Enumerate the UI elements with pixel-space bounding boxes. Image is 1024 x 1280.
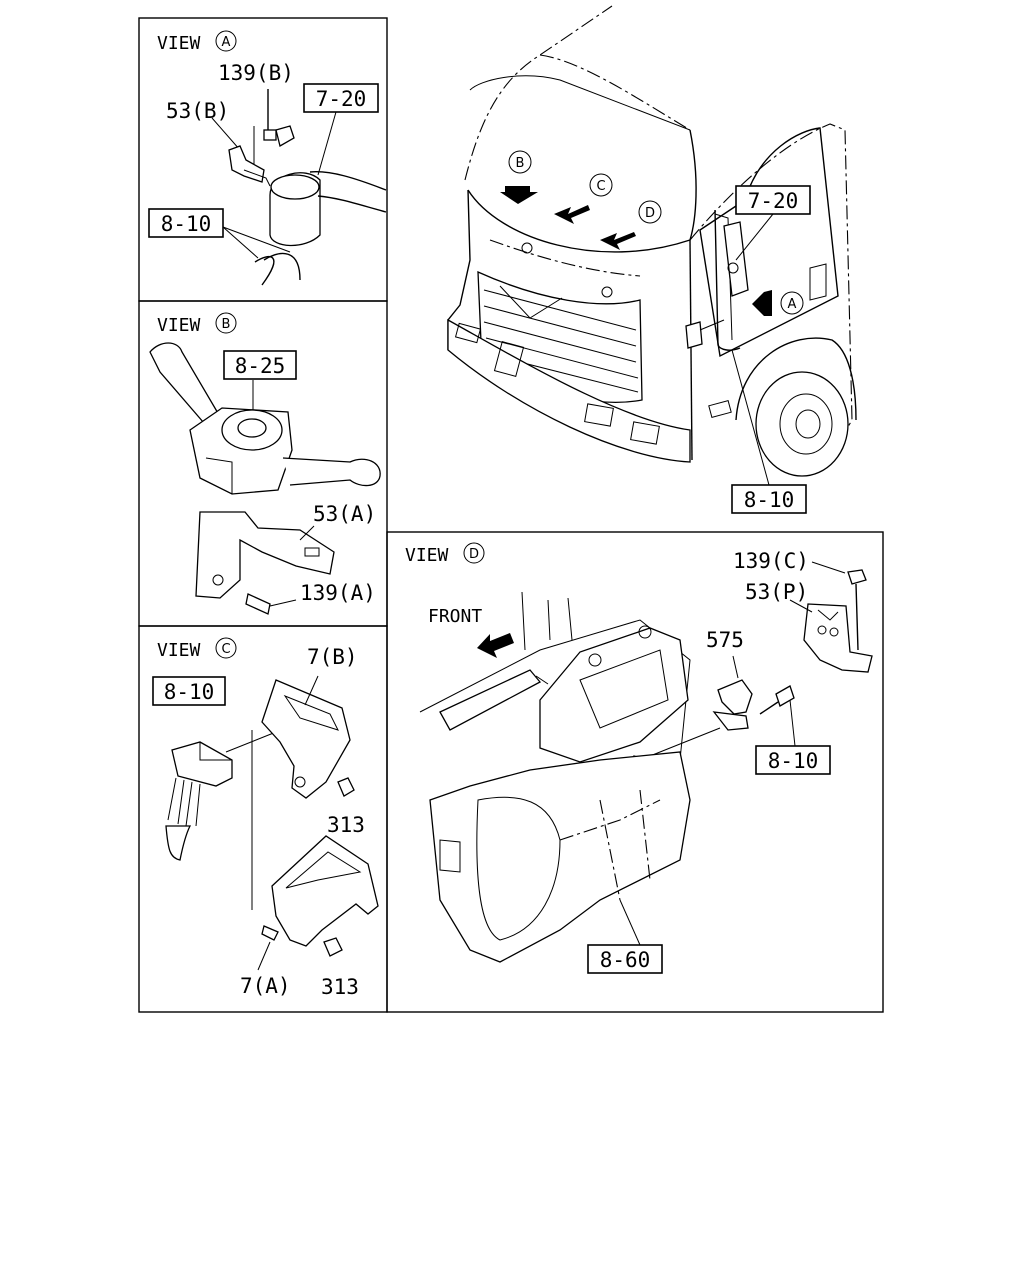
part-label-7a: 7(A)	[240, 974, 291, 998]
part-label-575: 575	[706, 628, 744, 652]
part-box-7-20	[303, 83, 379, 113]
view-a-circle-icon	[215, 30, 237, 52]
view-b-panel: VIEW B 8-25 53(A) 139(A)	[149, 312, 381, 615]
view-d-letter: D	[469, 547, 479, 562]
bolt-139c-icon	[811, 561, 867, 651]
part-box-8-10-truck	[731, 484, 807, 514]
part-label-8-10-c: 8-10	[164, 680, 215, 704]
arrow-b-icon: B	[500, 150, 538, 204]
part-box-8-25	[223, 350, 297, 380]
combination-switch-icon	[149, 342, 381, 495]
part-label-7-20-truck: 7-20	[748, 189, 799, 213]
part-label-139b: 139(B)	[218, 61, 294, 85]
view-c-panel: VIEW C 7(B) 8-10 313 7(A) 313	[152, 637, 379, 999]
part-label-7b: 7(B)	[307, 645, 358, 669]
connector-icon	[165, 727, 287, 861]
hvac-unit-icon	[419, 591, 691, 963]
part-label-139a: 139(A)	[300, 581, 376, 605]
bracket-7b-icon	[261, 675, 355, 799]
view-b-circle-icon	[215, 312, 237, 334]
view-a-letter: A	[222, 35, 231, 50]
part-label-8-25: 8-25	[235, 354, 286, 378]
part-label-7-20-a: 7-20	[316, 87, 367, 111]
part-box-8-10-c	[152, 676, 226, 706]
front-arrow-icon	[477, 633, 514, 658]
part-label-313-upper: 313	[327, 813, 365, 837]
part-label-8-10-truck: 8-10	[744, 488, 795, 512]
arrow-c-icon: C	[554, 173, 613, 224]
panel-frames	[138, 17, 884, 1013]
view-b-letter: B	[222, 317, 231, 332]
view-c-letter: C	[221, 642, 230, 657]
view-b-title: VIEW	[157, 315, 201, 336]
duct-icon	[222, 111, 387, 286]
view-a-title: VIEW	[157, 33, 201, 54]
part-label-8-60: 8-60	[600, 948, 651, 972]
truck-overview: B C D A 7-20 8-10	[447, 5, 857, 514]
arrow-a-icon: A	[752, 290, 804, 316]
arrow-a-letter: A	[788, 297, 797, 312]
part-box-8-10	[148, 208, 224, 238]
part-label-139c: 139(C)	[733, 549, 809, 573]
part-label-8-10-d: 8-10	[768, 749, 819, 773]
bolt-icon	[253, 89, 295, 165]
bracket-53p-icon	[789, 599, 873, 673]
front-label: FRONT	[428, 606, 482, 627]
view-c-title: VIEW	[157, 640, 201, 661]
bracket-7a-icon	[257, 835, 379, 971]
view-a-panel: VIEW A 139(B) 53(B) 7-20 8-10	[148, 30, 387, 286]
part-box-8-10-d	[755, 745, 831, 775]
part-label-313-lower: 313	[321, 975, 359, 999]
view-d-circle-icon	[463, 542, 485, 564]
part-label-53p: 53(P)	[745, 580, 808, 604]
bracket-icon	[211, 117, 271, 187]
part-label-8-10-a: 8-10	[161, 212, 212, 236]
view-c-circle-icon	[215, 637, 237, 659]
arrow-b-letter: B	[516, 156, 525, 171]
arrow-d-icon: D	[600, 200, 662, 250]
part-label-53b: 53(B)	[166, 99, 229, 123]
part-label-53a: 53(A)	[313, 502, 376, 526]
bracket-53a-icon	[195, 511, 335, 599]
part-box-7-20-truck	[735, 185, 811, 215]
bolt-139a-icon	[245, 593, 297, 615]
arrow-d-letter: D	[645, 206, 655, 221]
part-box-8-60	[587, 944, 663, 974]
view-d-title: VIEW	[405, 545, 449, 566]
arrow-c-letter: C	[596, 179, 605, 194]
screw-icon	[759, 685, 796, 747]
view-d-panel: VIEW D 139(C) 53(P) FRONT 575 8-10 8-60	[405, 542, 873, 974]
